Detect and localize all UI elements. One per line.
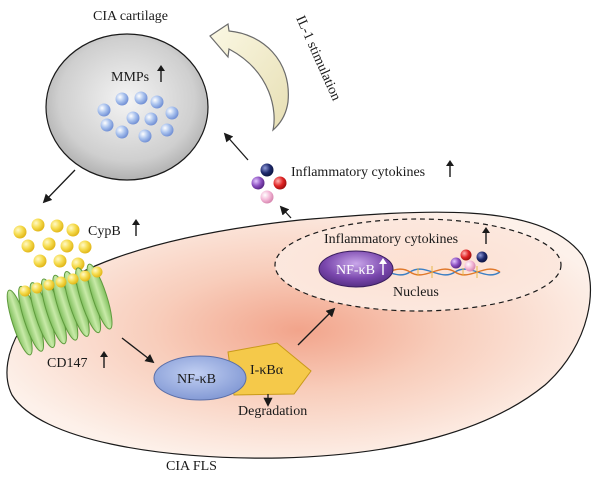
nfkb-nucleus-shape — [318, 250, 394, 288]
mmps-label: MMPs — [111, 70, 149, 85]
mmps-up-arrow — [157, 65, 165, 82]
cypb-beads — [13, 218, 92, 271]
cypb-up-arrow — [132, 219, 140, 236]
nfkb-cytoplasm-label: NF-κB — [177, 372, 216, 387]
mmp-beads — [97, 91, 179, 143]
degradation-label: Degradation — [238, 404, 307, 419]
arrow-cytokines-to-cartilage — [223, 132, 249, 161]
nfkb-nucleus-up-arrow — [379, 258, 387, 275]
nucleus — [274, 218, 562, 312]
arrow-cd147-to-nfkb — [121, 337, 155, 364]
arrow-complex-to-nucleus — [297, 307, 336, 346]
cia-cartilage — [45, 33, 209, 181]
arrow-nucleus-to-cytokines — [279, 205, 292, 219]
cd147-receptor — [6, 263, 113, 356]
inflammatory-cytokines-outer-label: Inflammatory cytokines — [291, 165, 425, 180]
il1-stimulation-label: IL-1 stimulation — [292, 14, 343, 104]
il1-curved-arrow — [209, 22, 289, 132]
cia-cartilage-label: CIA cartilage — [93, 9, 168, 24]
ikba-label: I-κBα — [250, 363, 284, 378]
inflammatory-cytokines-outer-up-arrow — [446, 160, 454, 177]
nfkb-nucleus-label: NF-κB — [336, 263, 375, 278]
inflammatory-cytokines-nucleus-up-arrow — [482, 227, 490, 244]
nucleus-label: Nucleus — [393, 285, 439, 300]
nucleus-cytokine-cluster — [450, 249, 488, 272]
cd147-up-arrow — [100, 351, 108, 368]
arrow-cartilage-to-cypb — [42, 169, 76, 204]
cd147-label: CD147 — [47, 356, 87, 371]
inflammatory-cytokines-nucleus-label: Inflammatory cytokines — [324, 232, 458, 247]
cypb-label: CypB — [88, 224, 121, 239]
cia-fls-label: CIA FLS — [166, 459, 217, 474]
outer-cytokine-cluster — [251, 163, 287, 204]
nfkb-cytoplasm-shape — [153, 355, 247, 401]
pathway-arrows — [42, 132, 336, 407]
